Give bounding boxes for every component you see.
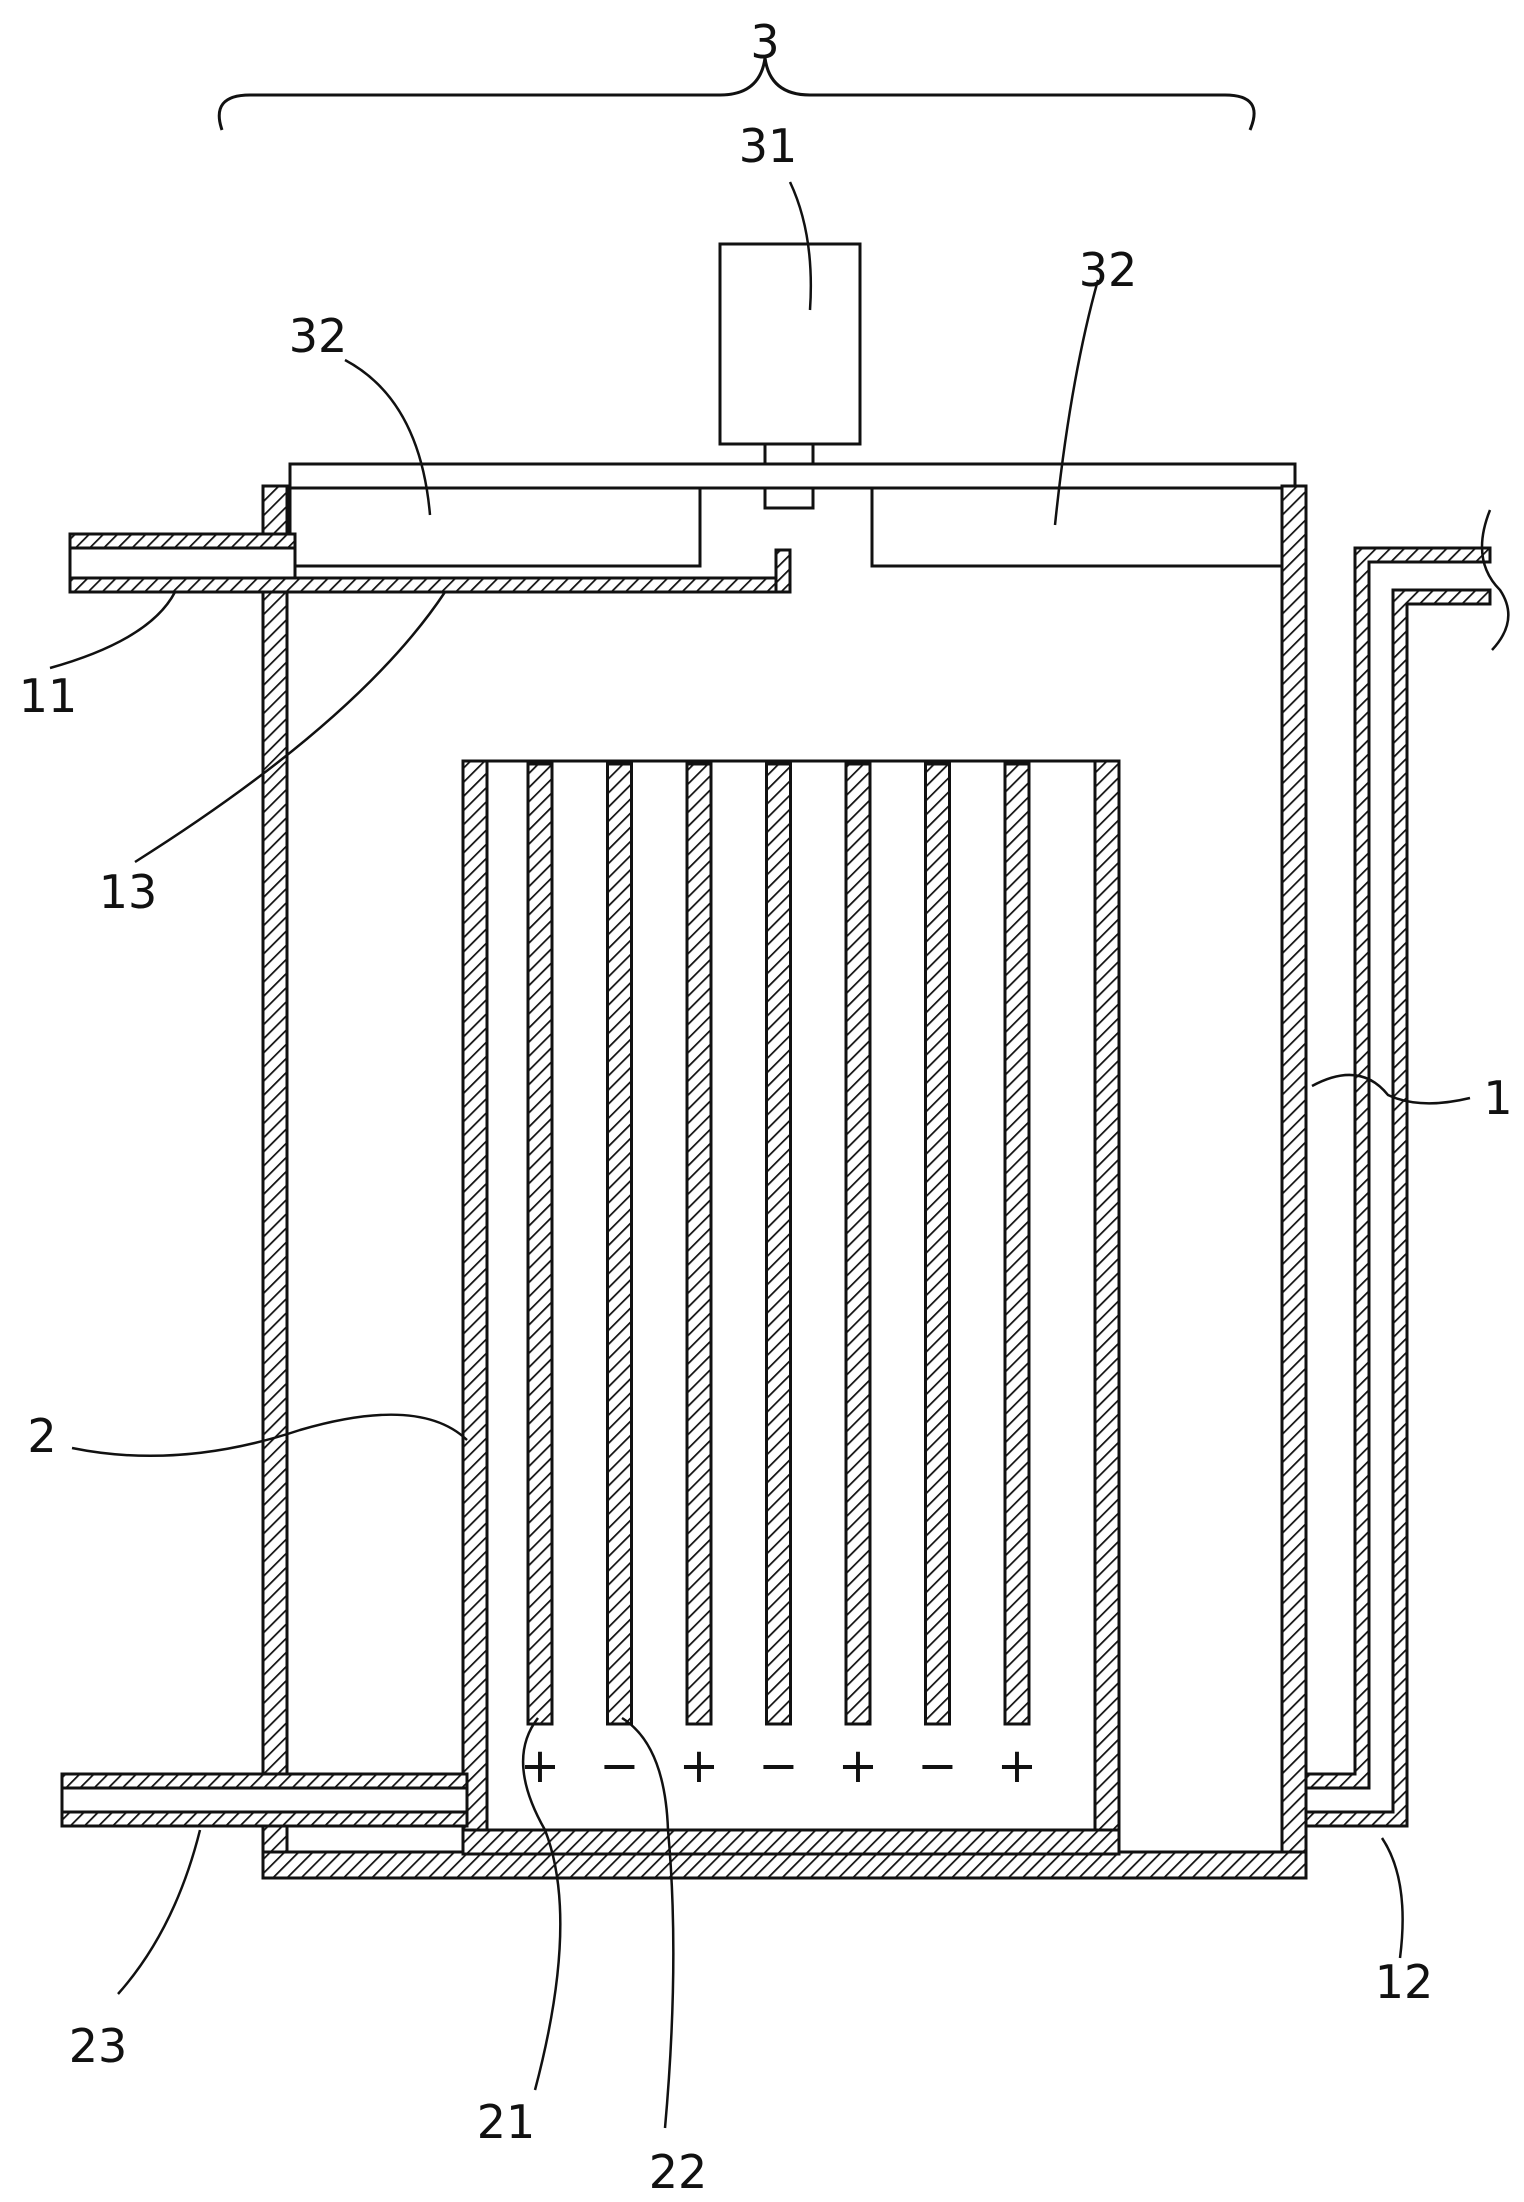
pipe-break-mark	[1480, 509, 1510, 651]
outlet-pipe-bore	[60, 1786, 469, 1814]
leader-cell	[71, 1413, 468, 1458]
electrode-sign: +	[679, 1738, 719, 1794]
return-pipe-outer	[1304, 546, 1492, 1790]
lid-plate	[288, 462, 1297, 490]
outer-tank-bottom	[261, 1850, 1308, 1880]
label-cover-right: 32	[1079, 243, 1138, 297]
label-inner-pipe: 13	[99, 865, 158, 919]
electrode-sign: +	[997, 1738, 1037, 1794]
electrode-group	[526, 762, 1031, 1726]
label-inlet: 11	[19, 669, 78, 723]
electrode-plate	[526, 762, 554, 1726]
cover-left	[288, 486, 702, 568]
cell-right-wall	[1093, 759, 1121, 1855]
inner-pipe	[68, 576, 790, 594]
outlet-pipe-upper	[60, 1772, 469, 1790]
leader-outer-tank	[1311, 1073, 1471, 1105]
electrode-sign: −	[599, 1738, 639, 1794]
outlet-pipe-lower	[60, 1810, 469, 1828]
leader-inlet	[49, 591, 177, 670]
outer-tank-left-wall	[261, 484, 289, 1880]
label-motor: 31	[739, 119, 798, 173]
label-outer-tank: 1	[1483, 1071, 1512, 1125]
cover-right	[870, 486, 1284, 568]
leader-cover-left	[344, 358, 432, 516]
electrode-plate	[844, 762, 872, 1726]
label-cell: 2	[27, 1409, 56, 1463]
leader-motor	[788, 181, 813, 311]
label-cover-left: 32	[289, 309, 348, 363]
leader-outlet	[117, 1829, 202, 1995]
leader-cover-right	[1053, 279, 1100, 526]
leader-return-pipe	[1380, 1837, 1404, 1959]
return-pipe-inner	[1304, 588, 1492, 1828]
assembly-brace	[217, 57, 1256, 131]
electrode-plate	[685, 762, 713, 1726]
label-anode: 21	[477, 2095, 536, 2149]
leader-cathode	[621, 1716, 675, 2129]
electrode-sign: +	[838, 1738, 878, 1794]
label-cathode: 22	[649, 2145, 708, 2199]
leader-anode	[521, 1717, 562, 2091]
electrode-plate	[765, 762, 792, 1726]
electrode-plate	[606, 762, 633, 1726]
motor-body	[718, 242, 862, 446]
cell-left-wall	[461, 759, 489, 1855]
outer-tank-right-wall	[1280, 484, 1308, 1880]
inlet-pipe-outer	[68, 532, 297, 550]
electrode-plate	[924, 762, 951, 1726]
electrode-sign-group: +−+−+−+	[520, 1738, 1037, 1794]
label-return-pipe: 12	[1375, 1955, 1434, 2009]
label-outlet: 23	[69, 2019, 128, 2073]
inlet-pipe-bore	[68, 546, 297, 580]
electrode-sign: −	[917, 1738, 957, 1794]
cell-bottom	[461, 1828, 1121, 1856]
electrode-plate	[1003, 762, 1031, 1726]
label-assembly: 3	[750, 15, 779, 69]
electrode-sign: −	[758, 1738, 798, 1794]
inner-pipe-end	[774, 548, 792, 594]
leader-inner-pipe	[134, 591, 447, 864]
